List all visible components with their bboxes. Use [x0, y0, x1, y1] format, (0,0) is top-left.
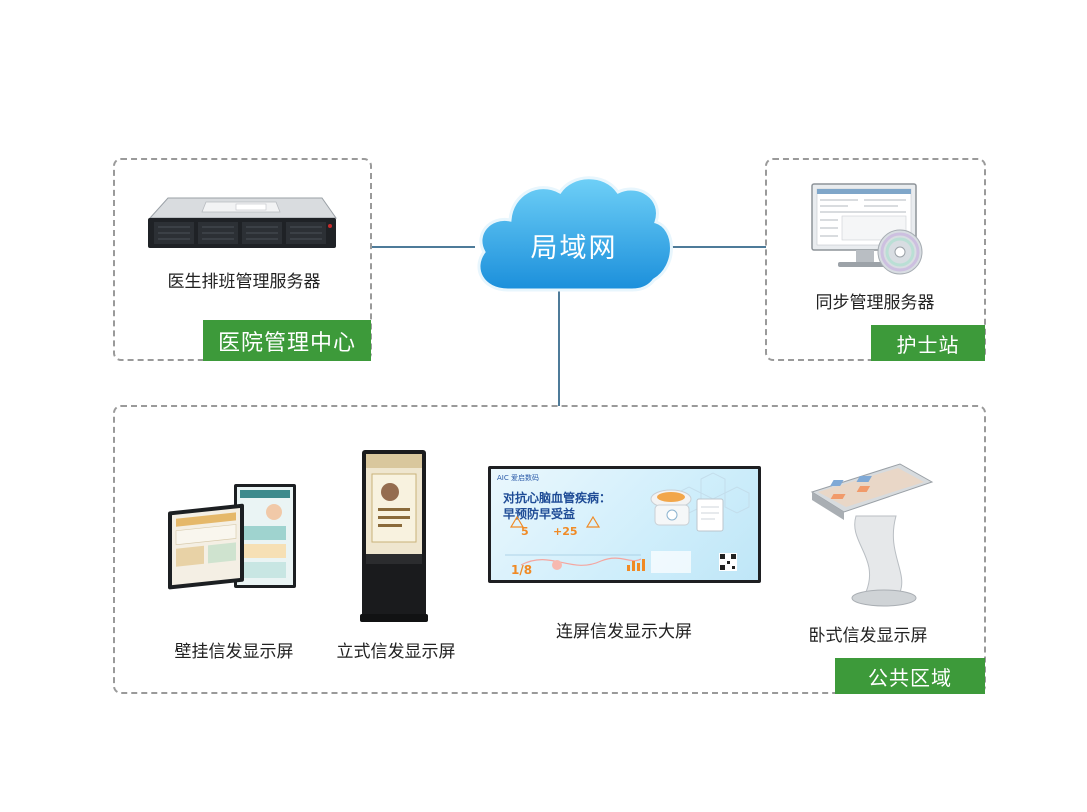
big-screen-stat-1: 5 [521, 525, 529, 538]
wall-screen-icon [168, 484, 296, 590]
big-screen-stat-2: +25 [553, 525, 578, 538]
doctor-schedule-server-label: 医生排班管理服务器 [167, 272, 321, 292]
big-screen-headline-1: 对抗心脑血管疾病： [503, 491, 612, 505]
big-screen-illustration [505, 472, 750, 573]
standing-screen-label: 立式信发显示屏 [336, 642, 456, 662]
public-area-box [113, 405, 986, 694]
public-area-tag: 公共区域 [835, 658, 985, 694]
big-screen-label: 连屏信发显示大屏 [556, 622, 692, 642]
kiosk-label: 卧式信发显示屏 [808, 626, 928, 646]
rack-server-icon [148, 197, 337, 248]
big-screen-display: AIC 爱启数码 对抗心脑血管疾病： 早预防早受益 5 +25 1/8 [491, 469, 758, 580]
nurse-station-tag: 护士站 [871, 325, 985, 361]
cloud-label: 局域网 [530, 233, 618, 264]
cloud-icon [477, 176, 673, 292]
big-screen-brand: AIC 爱启数码 [497, 474, 539, 482]
big-screen-stat-3: 1/8 [511, 563, 533, 577]
link-hospital-cloud [371, 246, 475, 248]
hospital-center-tag: 医院管理中心 [203, 320, 371, 361]
link-cloud-nurse [672, 246, 766, 248]
wall-screen-label: 壁挂信发显示屏 [174, 642, 294, 662]
link-cloud-public [558, 290, 560, 406]
big-screen-headline-2: 早预防早受益 [503, 507, 576, 521]
standing-screen-icon [360, 450, 428, 622]
monitor-disc-icon [811, 183, 923, 275]
kiosk-icon [810, 463, 934, 607]
sync-server-label: 同步管理服务器 [815, 293, 935, 313]
big-screen: AIC 爱启数码 对抗心脑血管疾病： 早预防早受益 5 +25 1/8 [488, 466, 761, 583]
